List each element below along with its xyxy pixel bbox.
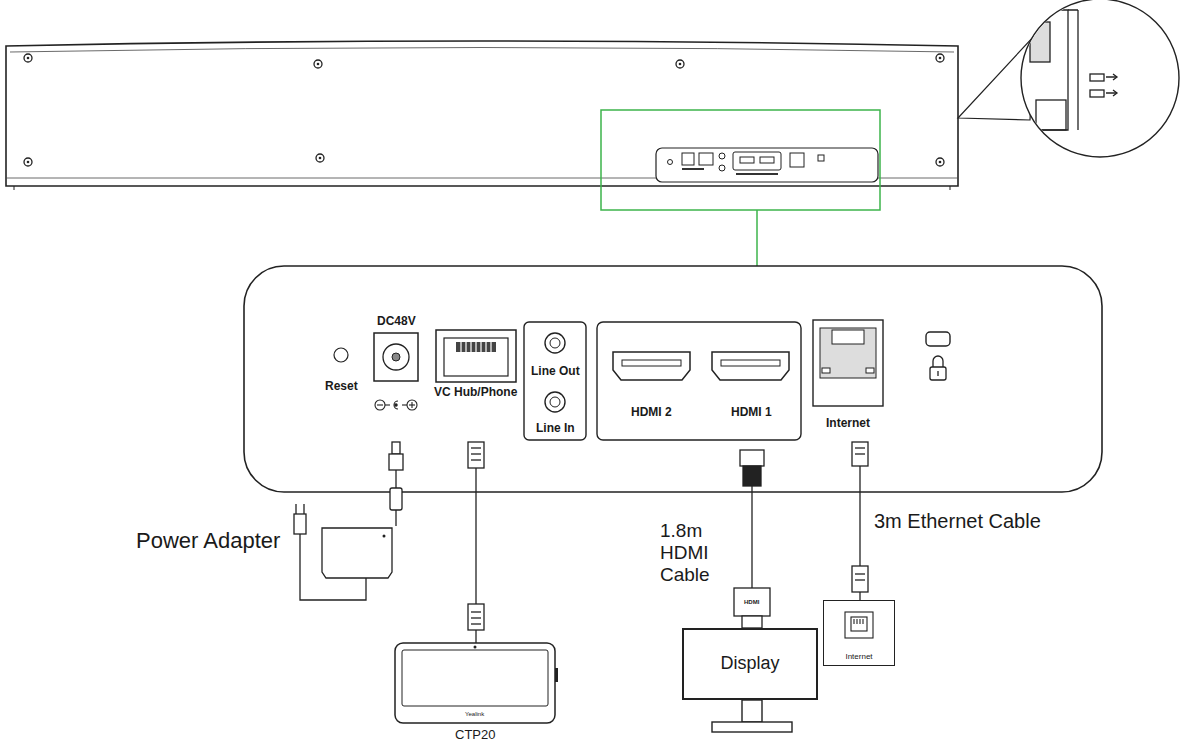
- part-name: Power Adapter: [136, 528, 280, 553]
- port-label: HDMI 2: [631, 406, 672, 420]
- wall-jack: Internet: [823, 600, 895, 666]
- node-text: Internet: [845, 653, 872, 662]
- port-label: HDMI 1: [731, 406, 772, 420]
- part-name: CTP20: [455, 728, 495, 743]
- display-screen: Display: [682, 628, 818, 700]
- connector-text: HDMI: [744, 599, 759, 606]
- port-label: Internet: [826, 417, 870, 431]
- cable-label: 3m Ethernet Cable: [874, 510, 1041, 533]
- port-label: Line In: [536, 422, 575, 436]
- brand-text: Yealink: [465, 711, 484, 718]
- port-label: VC Hub/Phone: [434, 386, 517, 400]
- node-text: Display: [720, 654, 779, 674]
- port-label: Line Out: [531, 365, 580, 379]
- port-label: DC48V: [377, 315, 416, 329]
- port-label: Reset: [325, 380, 358, 394]
- cable-label: 1.8m HDMI Cable: [660, 520, 720, 586]
